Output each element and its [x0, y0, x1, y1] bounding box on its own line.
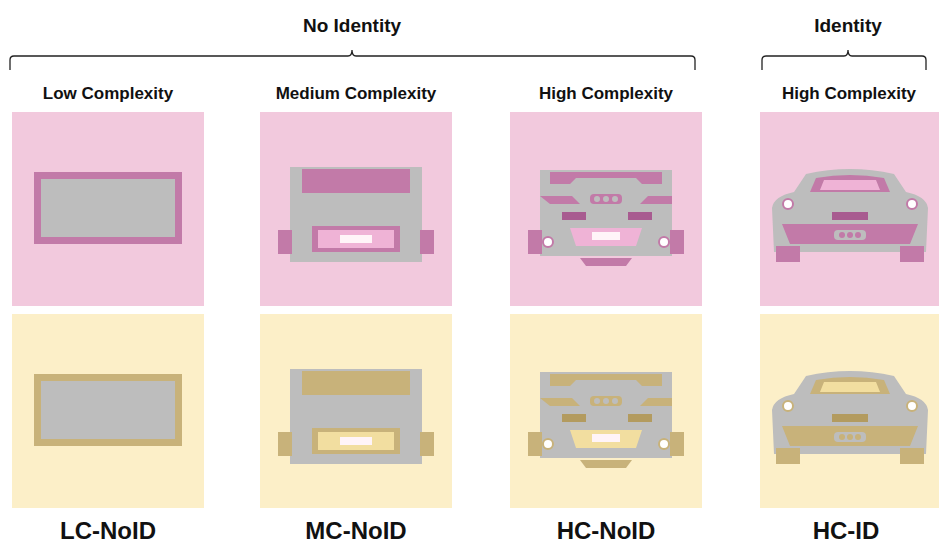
- condition-label: HC-NoID: [557, 517, 656, 545]
- condition-label: LC-NoID: [60, 517, 156, 545]
- bracket-label: No Identity: [303, 15, 401, 37]
- condition-label: MC-NoID: [305, 517, 406, 545]
- brackets: [10, 50, 926, 70]
- column-header: High Complexity: [539, 84, 673, 104]
- bracket-label: Identity: [814, 15, 882, 37]
- condition-label: HC-ID: [813, 517, 880, 545]
- column-header: Medium Complexity: [276, 84, 437, 104]
- panels: [12, 112, 939, 508]
- column-header: Low Complexity: [43, 84, 173, 104]
- column-header: High Complexity: [782, 84, 916, 104]
